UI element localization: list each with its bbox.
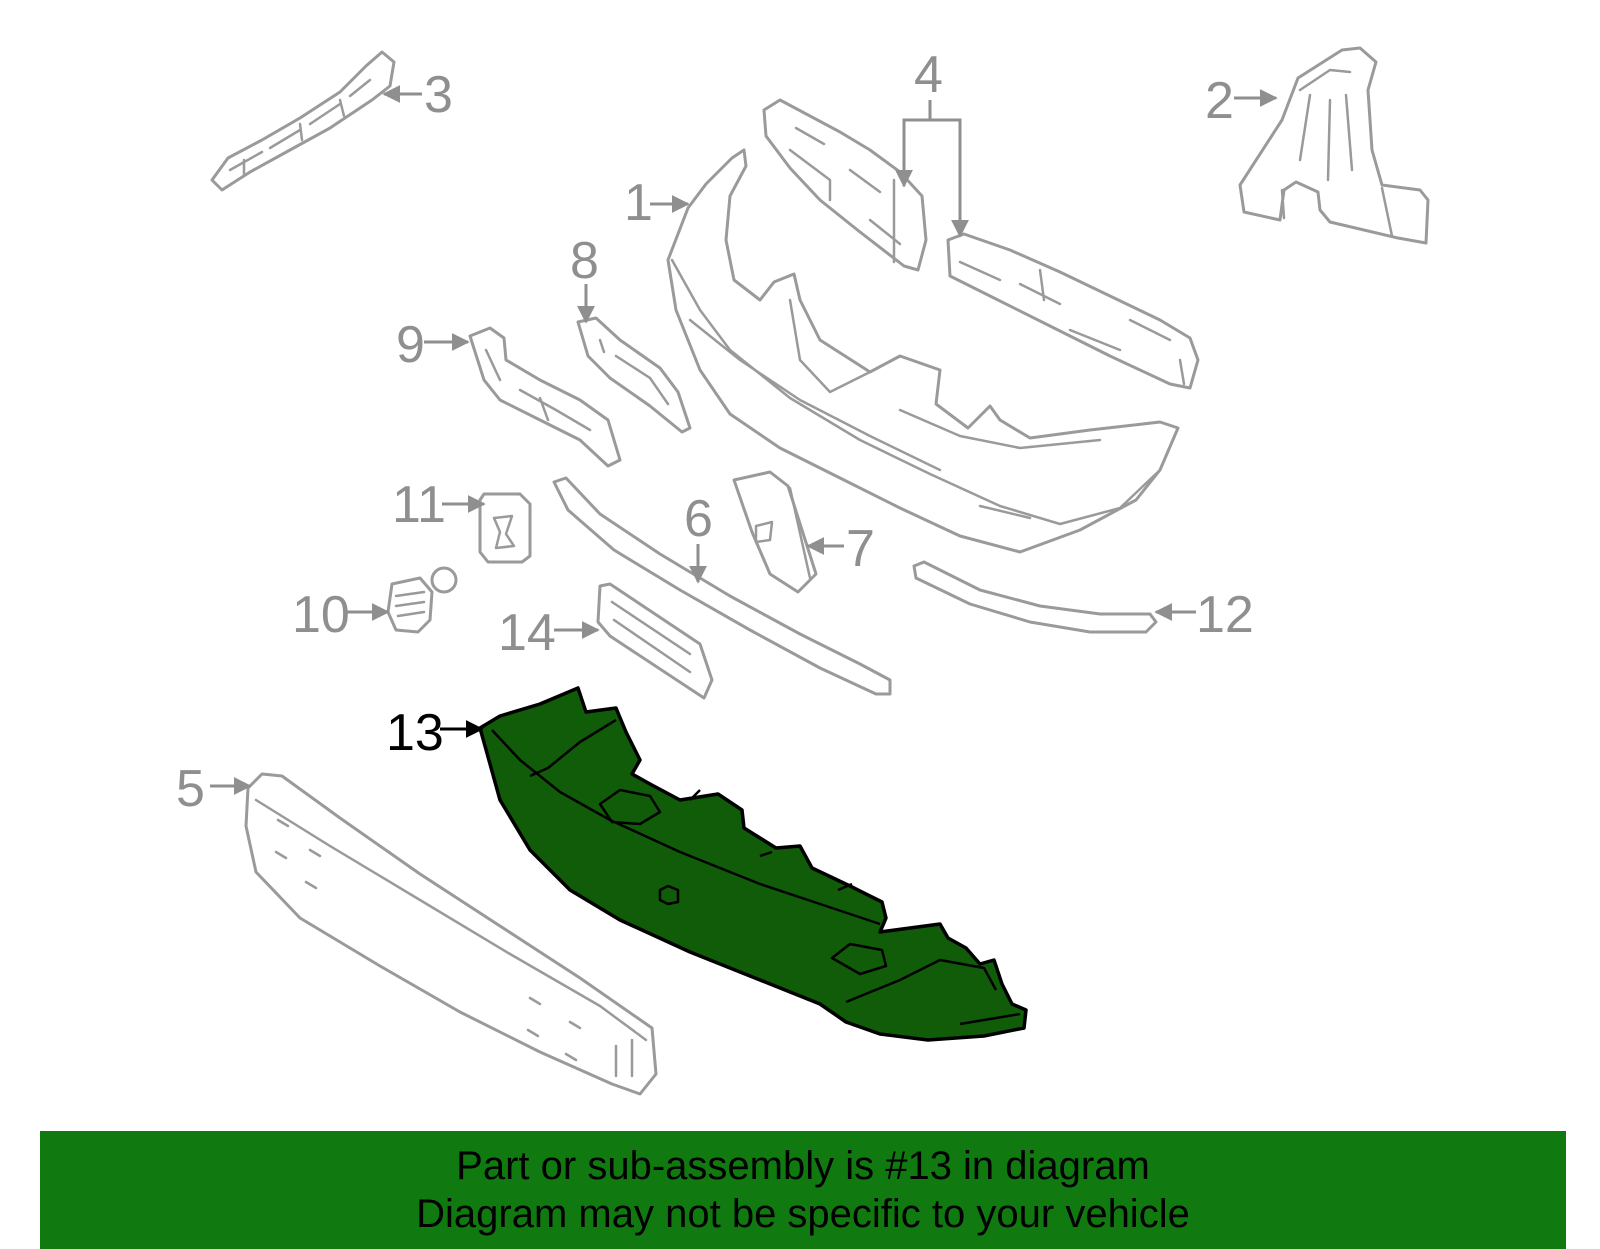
callout-label-10: 10 <box>292 586 350 644</box>
callout-10: 10 <box>292 586 390 644</box>
part-4-energy-absorbers <box>762 98 1200 390</box>
info-banner: Part or sub-assembly is #13 in diagram D… <box>40 1131 1566 1249</box>
callout-8: 8 <box>570 232 599 324</box>
callout-label-4: 4 <box>914 46 943 104</box>
callout-label-7: 7 <box>846 520 875 578</box>
part-10-fastener <box>386 566 458 634</box>
callout-label-13: 13 <box>386 704 444 762</box>
part-9-bracket <box>468 326 622 468</box>
callout-label-1: 1 <box>624 174 653 232</box>
callout-label-9: 9 <box>396 316 425 374</box>
callout-3: 3 <box>382 66 453 124</box>
part-6-molding <box>552 476 892 696</box>
part-7-bracket <box>732 470 818 594</box>
callout-2: 2 <box>1205 72 1278 130</box>
callout-1: 1 <box>624 174 690 232</box>
callout-label-6: 6 <box>684 490 713 548</box>
part-1-bumper-cover <box>666 148 1180 554</box>
callout-label-14: 14 <box>498 604 556 662</box>
callout-label-11: 11 <box>392 476 446 534</box>
callout-13: 13 <box>386 704 484 762</box>
callout-label-12: 12 <box>1196 586 1254 644</box>
part-3-bracket <box>210 50 396 192</box>
callout-label-3: 3 <box>424 66 453 124</box>
callout-7: 7 <box>806 520 875 578</box>
callout-14: 14 <box>498 604 600 662</box>
part-13-splash-shield <box>478 686 1028 1042</box>
callout-12: 12 <box>1154 586 1254 644</box>
banner-line-1: Part or sub-assembly is #13 in diagram <box>456 1144 1150 1188</box>
part-12-molding <box>912 560 1158 634</box>
part-14-plate-bracket <box>596 582 714 700</box>
callout-9: 9 <box>396 316 470 374</box>
banner-line-2: Diagram may not be specific to your vehi… <box>416 1192 1190 1236</box>
callout-label-2: 2 <box>1205 72 1234 130</box>
callout-label-5: 5 <box>176 760 205 818</box>
callout-5: 5 <box>176 760 252 818</box>
part-2-splash-shield <box>1238 46 1430 245</box>
callout-6: 6 <box>684 490 713 584</box>
part-5-reinforcement <box>244 772 658 1096</box>
part-11-clip <box>478 492 532 564</box>
part-8-bracket <box>576 316 692 434</box>
callout-11: 11 <box>392 476 486 534</box>
callout-label-8: 8 <box>570 232 599 290</box>
callout-4: 4 <box>895 46 969 238</box>
